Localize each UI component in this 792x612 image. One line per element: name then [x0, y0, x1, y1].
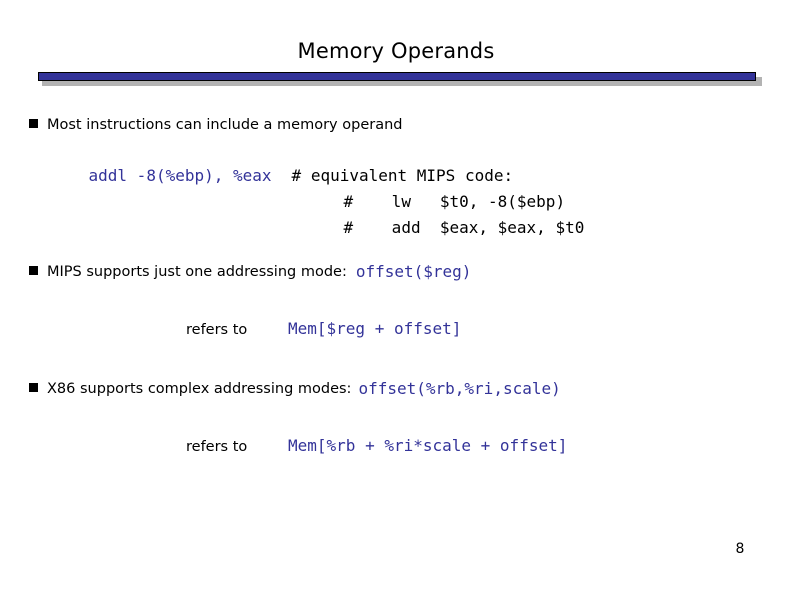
code-line-add: # add $eax, $eax, $t0 [313, 198, 585, 258]
refers-to-x86: refers to Mem[%rb + %ri*scale + offset] [186, 436, 567, 455]
bullet-code: offset($reg) [355, 262, 472, 281]
bullet-text: MIPS supports just one addressing mode: [47, 264, 347, 280]
title-divider-shadow [42, 77, 762, 86]
refers-to-expression: Mem[%rb + %ri*scale + offset] [288, 436, 568, 455]
code-comment: # equivalent MIPS code: [291, 166, 514, 185]
page-number: 8 [735, 541, 745, 557]
code-comment: # lw $t0, -8($ebp) [343, 192, 566, 211]
title-divider-bar [38, 72, 756, 81]
refers-to-mips: refers to Mem[$reg + offset] [186, 319, 461, 338]
code-line-addl: addl -8(%ebp), %eax # equivalent MIPS cod… [58, 146, 514, 206]
bullet-item-mips-addressing: MIPS supports just one addressing mode: … [29, 261, 472, 281]
title-divider [38, 72, 762, 86]
bullet-item-memory-operand: Most instructions can include a memory o… [29, 117, 402, 133]
bullet-code: offset(%rb,%ri,scale) [358, 379, 561, 398]
square-bullet-icon [29, 383, 38, 392]
bullet-text: Most instructions can include a memory o… [47, 117, 403, 133]
code-line-lw: # lw $t0, -8($ebp) [313, 172, 566, 232]
page-title: Memory Operands [297, 39, 495, 63]
refers-to-label: refers to [186, 322, 248, 338]
code-instruction: addl -8(%ebp), %eax [88, 166, 272, 185]
square-bullet-icon [29, 266, 38, 275]
bullet-item-x86-addressing: X86 supports complex addressing modes: o… [29, 378, 561, 398]
refers-to-expression: Mem[$reg + offset] [288, 319, 462, 338]
square-bullet-icon [29, 119, 38, 128]
refers-to-label: refers to [186, 439, 248, 455]
code-comment: # add $eax, $eax, $t0 [343, 218, 585, 237]
bullet-text: X86 supports complex addressing modes: [47, 381, 352, 397]
